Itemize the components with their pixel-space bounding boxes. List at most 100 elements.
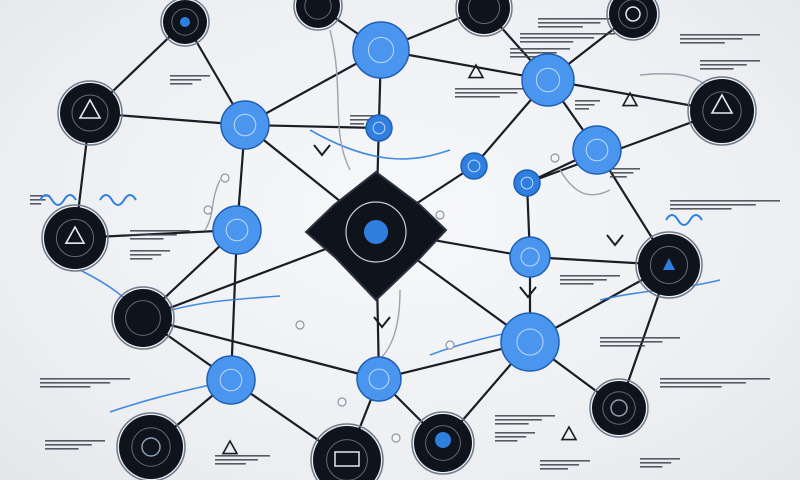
text-line <box>680 34 760 36</box>
text-line <box>30 203 42 205</box>
text-line <box>170 75 210 77</box>
text-line <box>680 38 743 40</box>
target-icon <box>625 6 641 22</box>
triangle-icon <box>560 425 578 441</box>
arrow-chevron-icon <box>519 286 537 299</box>
text-line <box>660 378 770 380</box>
node-ring <box>635 231 703 299</box>
dark-node <box>690 79 754 143</box>
node-inner-ring <box>425 425 461 461</box>
text-line <box>540 468 568 470</box>
dark-node <box>44 207 106 269</box>
blue-node <box>352 21 410 79</box>
text-line <box>215 455 270 457</box>
text-line <box>600 341 663 343</box>
text-line <box>40 378 130 380</box>
text-line <box>660 386 722 388</box>
blue-node-ring <box>535 67 561 93</box>
dark-node <box>119 415 183 479</box>
text-line <box>520 33 615 35</box>
text-line <box>700 60 760 62</box>
text-line <box>640 462 672 464</box>
text-line <box>600 337 680 339</box>
blue-node-ring <box>520 176 534 190</box>
blue-node <box>513 169 541 197</box>
node-inner-ring <box>602 391 636 425</box>
node-ring <box>160 0 210 47</box>
blue-node <box>509 236 551 278</box>
text-line <box>130 258 153 260</box>
text-line <box>560 283 594 285</box>
text-line <box>510 56 544 58</box>
mountain-icon <box>710 93 734 114</box>
text-line <box>495 440 518 442</box>
dark-node <box>609 0 657 38</box>
text-line <box>560 275 620 277</box>
text-line <box>45 444 92 446</box>
text-line <box>670 208 732 210</box>
accent-connector <box>309 129 451 160</box>
thin-connector <box>329 29 351 171</box>
text-line <box>45 448 79 450</box>
text-line <box>130 234 177 236</box>
node-ring <box>293 0 343 31</box>
text-line <box>170 79 202 81</box>
speech-bubble-icon <box>334 451 360 467</box>
dark-node <box>114 289 172 347</box>
blue-node <box>365 114 393 142</box>
triangle-icon <box>221 439 239 455</box>
bulb-icon <box>337 397 347 407</box>
node-ring <box>57 80 123 146</box>
text-line <box>520 41 574 43</box>
blue-node-ring <box>520 247 540 267</box>
blue-node <box>206 355 256 405</box>
blue-node-ring <box>372 121 386 135</box>
dark-node <box>458 0 510 34</box>
text-line <box>510 52 557 54</box>
text-line <box>670 204 756 206</box>
thin-connector <box>204 179 221 231</box>
bulb-icon <box>391 433 401 443</box>
bulb-icon <box>203 205 213 215</box>
text-line <box>495 415 555 417</box>
hub-core <box>364 220 388 244</box>
text-line <box>130 250 170 252</box>
text-line <box>215 459 258 461</box>
pin-icon <box>435 432 451 448</box>
text-line <box>538 18 618 20</box>
text-line <box>575 108 589 110</box>
bulb-icon <box>550 153 560 163</box>
text-line <box>560 279 607 281</box>
bulb-icon <box>435 210 445 220</box>
text-line <box>640 458 680 460</box>
node-inner-ring <box>125 300 161 336</box>
text-line <box>610 172 634 174</box>
blue-node-ring <box>219 368 243 392</box>
blue-node-ring <box>367 36 395 64</box>
thin-connector <box>559 169 611 196</box>
bulb-icon <box>445 340 455 350</box>
text-line <box>130 238 164 240</box>
blue-node-ring <box>467 159 481 173</box>
hub-ring <box>345 201 407 263</box>
text-line <box>455 92 518 94</box>
text-line <box>170 83 193 85</box>
text-line <box>495 419 542 421</box>
text-line <box>610 168 640 170</box>
text-line <box>495 436 527 438</box>
node-ring <box>606 0 660 41</box>
arrow-chevron-icon <box>373 316 391 329</box>
blue-node-ring <box>516 328 544 356</box>
network-edge <box>141 316 381 381</box>
text-line <box>350 123 364 125</box>
blue-node-ring <box>368 368 390 390</box>
node-inner-ring <box>304 0 332 20</box>
text-line <box>455 88 535 90</box>
text-line <box>130 254 162 256</box>
pin-icon <box>663 258 675 270</box>
node-inner-ring <box>131 427 171 467</box>
glyph-layer <box>39 6 734 467</box>
node-inner-ring <box>171 8 199 36</box>
mountain-icon <box>78 98 102 119</box>
